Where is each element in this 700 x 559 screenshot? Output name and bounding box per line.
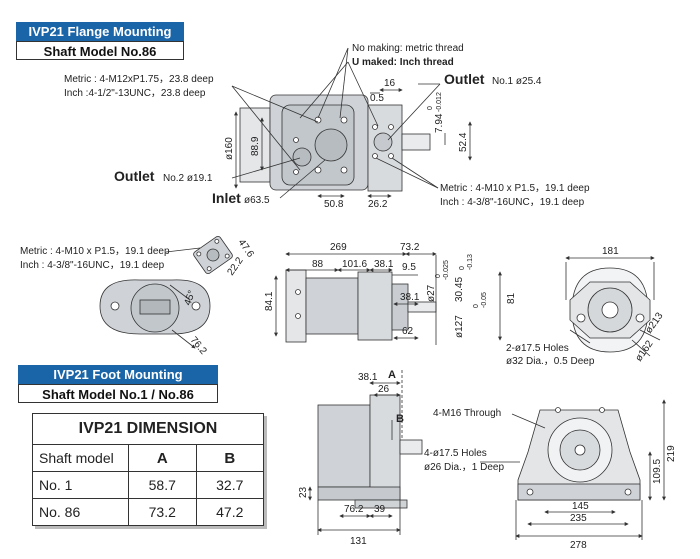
dim-889: 88.9 (250, 136, 261, 156)
dim-1016: 101.6 (342, 259, 367, 270)
metric-m12-note: Metric : 4-M12xP1.75，23.8 deep (64, 74, 214, 85)
table-row: No. 86 73.2 47.2 (32, 498, 264, 526)
dim-62: 62 (402, 326, 414, 337)
dim-794-tol-bot: -0.012 (436, 92, 443, 112)
row-b: 47.2 (195, 498, 264, 526)
dim-1095: 109.5 (652, 459, 663, 484)
dim-476: 47.6 (236, 237, 256, 260)
port-flange-view (193, 235, 233, 275)
table-row: No. 1 58.7 32.7 (32, 471, 264, 499)
cb-26-note: ø26 Dia.，1 Deep (424, 462, 504, 473)
dim-381c: 38.1 (358, 372, 378, 383)
m16-note: 4-M16 Through (433, 408, 501, 419)
dim-88: 88 (312, 259, 324, 270)
foot-front-view (517, 407, 641, 501)
dim-81: 81 (506, 292, 517, 304)
dim-27-tol-top: 0 (435, 274, 442, 278)
col-a: A (128, 444, 197, 472)
u-maked-note: U maked: Inch thread (352, 57, 454, 68)
no-making-note: No making: metric thread (352, 43, 464, 54)
outlet1-size: No.1 ø25.4 (492, 76, 542, 87)
dim-524: 52.4 (458, 132, 469, 152)
dim-3045-tol-bot: -0.13 (467, 254, 474, 270)
dim-3045-tol-top: 0 (459, 266, 466, 270)
dim-127-tol-top: 0 (473, 304, 480, 308)
dim-16: 16 (384, 78, 396, 89)
dim-732: 73.2 (400, 242, 420, 253)
metric-m10-right-note: Metric : 4-M10 x P1.5，19.1 deep (440, 183, 590, 194)
dim-381b: 38.1 (400, 292, 420, 303)
dim-131: 131 (350, 536, 367, 547)
inch-half-note: Inch :4-1/2"-13UNC，23.8 deep (64, 88, 206, 99)
dim-23: 23 (298, 486, 309, 498)
holes-175b-note: 4-ø17.5 Holes (424, 448, 487, 459)
inch-38-right-note: Inch : 4-3/8"-16UNC，19.1 deep (440, 197, 585, 208)
dim-269: 269 (330, 242, 347, 253)
foot-title: IVP21 Foot Mounting (18, 365, 218, 384)
dim-794: 7.94 (434, 113, 445, 133)
col-shaft-model: Shaft model (32, 444, 129, 472)
inch-38-left-note: Inch : 4-3/8"-16UNC，19.1 deep (20, 260, 165, 271)
row-model: No. 86 (32, 498, 129, 526)
inlet-word: Inlet (212, 190, 241, 206)
col-b: B (195, 444, 264, 472)
dim-262: 26.2 (368, 199, 388, 210)
dim-145: 145 (572, 501, 589, 512)
row-a: 58.7 (128, 471, 197, 499)
dim-762b: 76.2 (344, 504, 364, 515)
flange-title: IVP21 Flange Mounting (16, 22, 184, 41)
dim-95: 9.5 (402, 262, 416, 273)
row-b: 32.7 (195, 471, 264, 499)
row-a: 73.2 (128, 498, 197, 526)
dim-26: 26 (378, 384, 390, 395)
dim-3045: 30.45 (454, 277, 465, 302)
outlet1-word: Outlet (444, 71, 485, 87)
dim-181: 181 (602, 246, 619, 257)
outlet2-size: No.2 ø19.1 (163, 173, 213, 184)
dim-127-tol-bot: -0.05 (481, 292, 488, 308)
dim-27: ø27 (426, 284, 437, 302)
dim-45: 45° (182, 289, 198, 307)
dim-39: 39 (374, 504, 386, 515)
inlet-size: ø63.5 (244, 195, 270, 206)
dimension-table: IVP21 DIMENSION Shaft model A B No. 1 58… (32, 413, 264, 526)
dim-127: ø127 (454, 315, 465, 338)
metric-m10-left-note: Metric : 4-M10 x P1.5，19.1 deep (20, 246, 170, 257)
dim-160: ø160 (224, 137, 235, 160)
dim-841: 84.1 (264, 291, 275, 311)
foot-side-view (317, 394, 423, 509)
flange-top-view (239, 94, 431, 192)
dim-762a: 76.2 (188, 335, 209, 357)
dim-381: 38.1 (374, 259, 394, 270)
front-flange-view (99, 279, 211, 335)
cb-32-note: ø32 Dia.，0.5 Deep (506, 356, 595, 367)
dim-219: 219 (666, 445, 677, 462)
outlet2-word: Outlet (114, 168, 155, 184)
dim-794-tol-top: 0 (427, 106, 434, 110)
foot-shaft-model: Shaft Model No.1 / No.86 (18, 384, 218, 403)
flange-shaft-model: Shaft Model No.86 (16, 41, 184, 60)
dim-B: B (396, 413, 404, 425)
row-model: No. 1 (32, 471, 129, 499)
dim-27-tol-bot: -0.025 (443, 260, 450, 280)
holes-175-note: 2-ø17.5 Holes (506, 343, 569, 354)
dim-508: 50.8 (324, 199, 344, 210)
dim-05: 0.5 (370, 93, 384, 104)
table-title: IVP21 DIMENSION (32, 413, 264, 445)
side-view (285, 269, 437, 343)
dim-278: 278 (570, 540, 587, 551)
dim-235: 235 (570, 513, 587, 524)
dim-A: A (388, 369, 396, 381)
flange-outline-view (569, 267, 651, 353)
